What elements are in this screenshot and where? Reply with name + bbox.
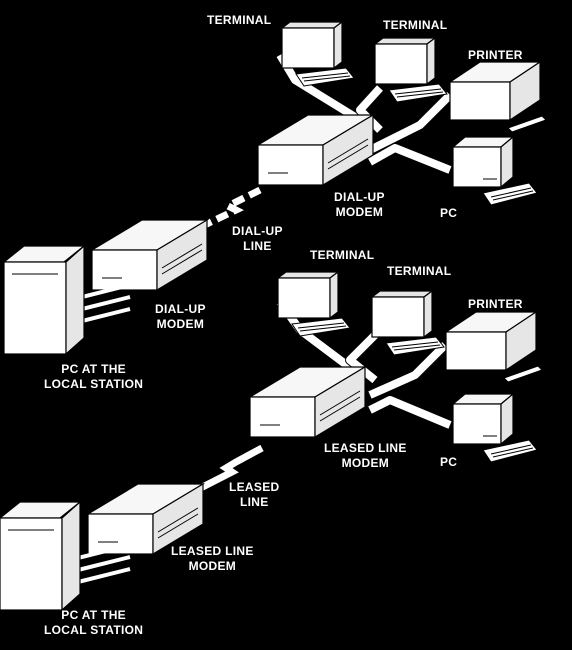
station-pc-icon bbox=[0, 501, 81, 611]
printer-icon bbox=[449, 61, 547, 133]
pc-icon bbox=[452, 393, 538, 463]
terminal-icon bbox=[277, 271, 351, 337]
dialup-local-station-label: PC AT THE LOCAL STATION bbox=[44, 362, 144, 391]
dialup-local-modem-label: DIAL-UP MODEM bbox=[155, 302, 206, 331]
dialup-section bbox=[3, 21, 547, 355]
leased-local-modem-label: LEASED LINE MODEM bbox=[171, 544, 254, 573]
cable-printer bbox=[368, 342, 448, 399]
dialup-remote-modem-label: DIAL-UP MODEM bbox=[334, 190, 385, 219]
pc-icon bbox=[452, 136, 538, 206]
remote-modem-icon bbox=[257, 114, 374, 186]
dialup-line-label: DIAL-UP LINE bbox=[232, 224, 283, 253]
dialup-printer-label: PRINTER bbox=[468, 48, 523, 62]
terminal-icon bbox=[371, 290, 445, 356]
leased-printer-label: PRINTER bbox=[468, 297, 523, 311]
terminal-icon bbox=[374, 37, 448, 103]
local-modem-icon bbox=[91, 219, 208, 291]
cable-pc bbox=[368, 396, 452, 429]
station-pc-icon bbox=[3, 245, 85, 355]
dialup-terminal1-label: TERMINAL bbox=[207, 13, 272, 27]
leased-line-label: LEASED LINE bbox=[229, 480, 280, 509]
leased-local-station-label: PC AT THE LOCAL STATION bbox=[44, 608, 144, 637]
dialup-pc-label: PC bbox=[440, 206, 458, 220]
dialup-line bbox=[188, 186, 262, 236]
leased-remote-modem-label: LEASED LINE MODEM bbox=[324, 441, 407, 470]
dialup-terminal2-label: TERMINAL bbox=[383, 18, 448, 32]
cable-terminal2 bbox=[346, 332, 378, 384]
leased-terminal1-label: TERMINAL bbox=[310, 248, 375, 262]
cable-pc bbox=[368, 144, 452, 174]
leased-section bbox=[0, 271, 543, 611]
cable-printer bbox=[368, 92, 453, 154]
printer-icon bbox=[445, 311, 543, 383]
leased-line bbox=[183, 444, 264, 500]
leased-pc-label: PC bbox=[440, 455, 458, 469]
leased-terminal2-label: TERMINAL bbox=[387, 264, 452, 278]
remote-modem-icon bbox=[249, 366, 366, 438]
